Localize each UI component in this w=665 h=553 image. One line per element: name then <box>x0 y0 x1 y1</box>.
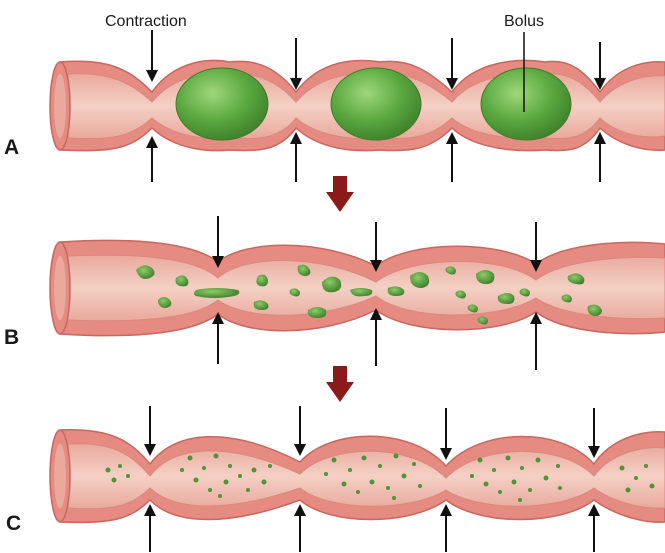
bolus <box>176 68 268 140</box>
stage-arrow-icon <box>326 366 354 402</box>
bolus-label: Bolus <box>504 13 544 30</box>
row-c-label: C <box>6 512 21 535</box>
row-a-label: A <box>4 136 19 159</box>
bolus-group-a <box>176 68 571 140</box>
bolus <box>481 68 571 140</box>
stage-b-intestine <box>50 240 665 335</box>
bolus <box>331 68 421 140</box>
stage-arrow-icon <box>326 176 354 212</box>
stage-c-intestine <box>50 430 665 523</box>
contraction-label: Contraction <box>105 13 187 30</box>
row-b-label: B <box>4 326 19 349</box>
